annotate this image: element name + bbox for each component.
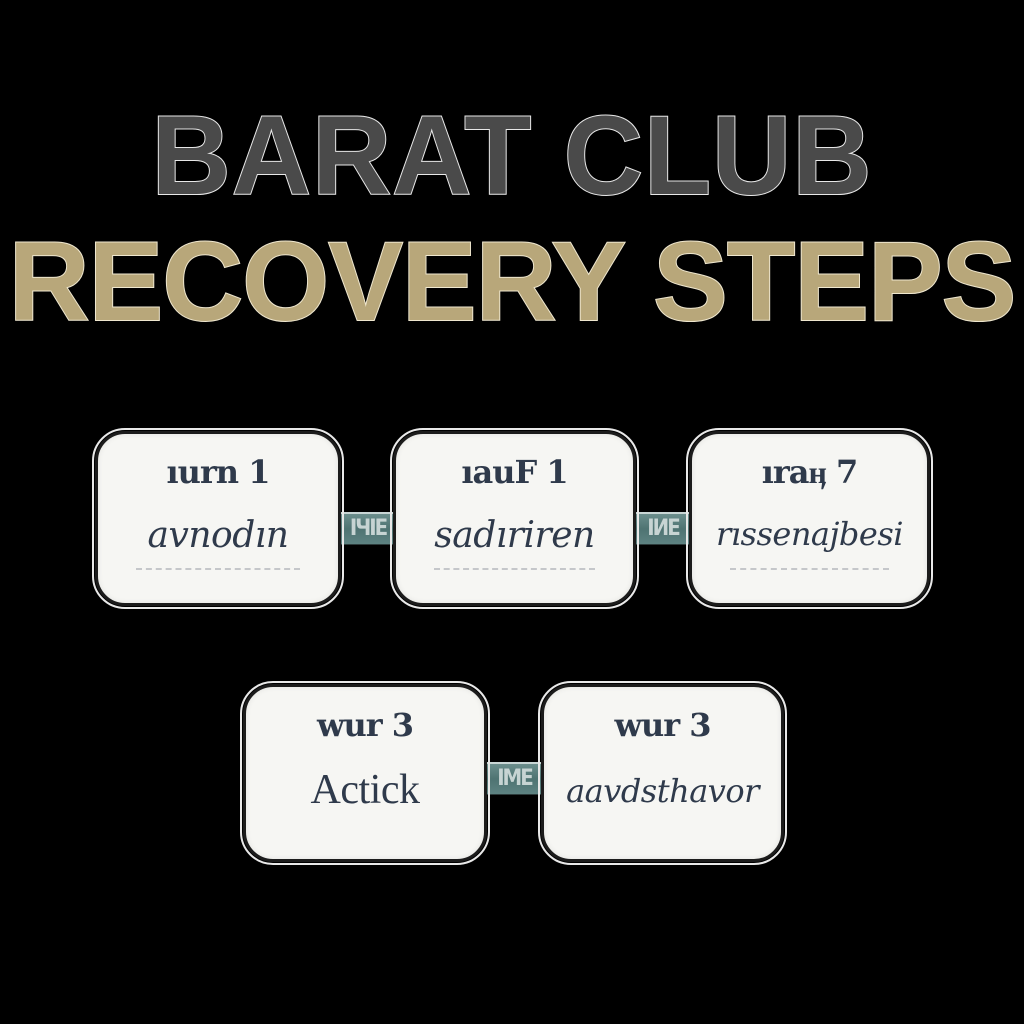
- step-body: rıssenajbesi: [716, 515, 904, 553]
- step-card-3: ırаӊ 7 rıssenajbesi: [686, 428, 933, 609]
- step-heading: ırаӊ 7: [761, 453, 859, 491]
- step-heading: ıauF 1: [461, 453, 568, 491]
- connector-label: ІЧІЕ: [349, 516, 388, 541]
- dashed-divider: [730, 568, 889, 570]
- connector-4-5: ІМЕ: [485, 762, 544, 795]
- connector-2-3: ІИЕ: [634, 512, 692, 545]
- connector-label: ІИЕ: [647, 516, 680, 541]
- connector-label: ІМЕ: [497, 766, 534, 791]
- step-card-5: wur 3 aavdsthavor: [538, 681, 787, 865]
- step-body: sadıriren: [434, 515, 595, 556]
- dashed-divider: [434, 568, 595, 570]
- step-card-2: ıauF 1 sadıriren: [390, 428, 639, 609]
- title-line-1: BARAT CLUB: [150, 93, 873, 218]
- step-heading: ıurn 1: [166, 453, 271, 491]
- dashed-divider: [136, 568, 300, 570]
- step-body: avnodın: [147, 515, 289, 556]
- step-card-1: ıurn 1 avnodın: [92, 428, 344, 609]
- step-body: Actick: [310, 767, 420, 813]
- step-heading: wur 3: [316, 706, 414, 744]
- step-body: aavdsthavor: [566, 772, 759, 810]
- step-card-4: wur 3 Actick: [240, 681, 490, 865]
- title-line-2: RECOVERY STEPS: [8, 219, 1018, 344]
- connector-1-2: ІЧІЕ: [340, 512, 396, 545]
- step-heading: wur 3: [614, 706, 711, 744]
